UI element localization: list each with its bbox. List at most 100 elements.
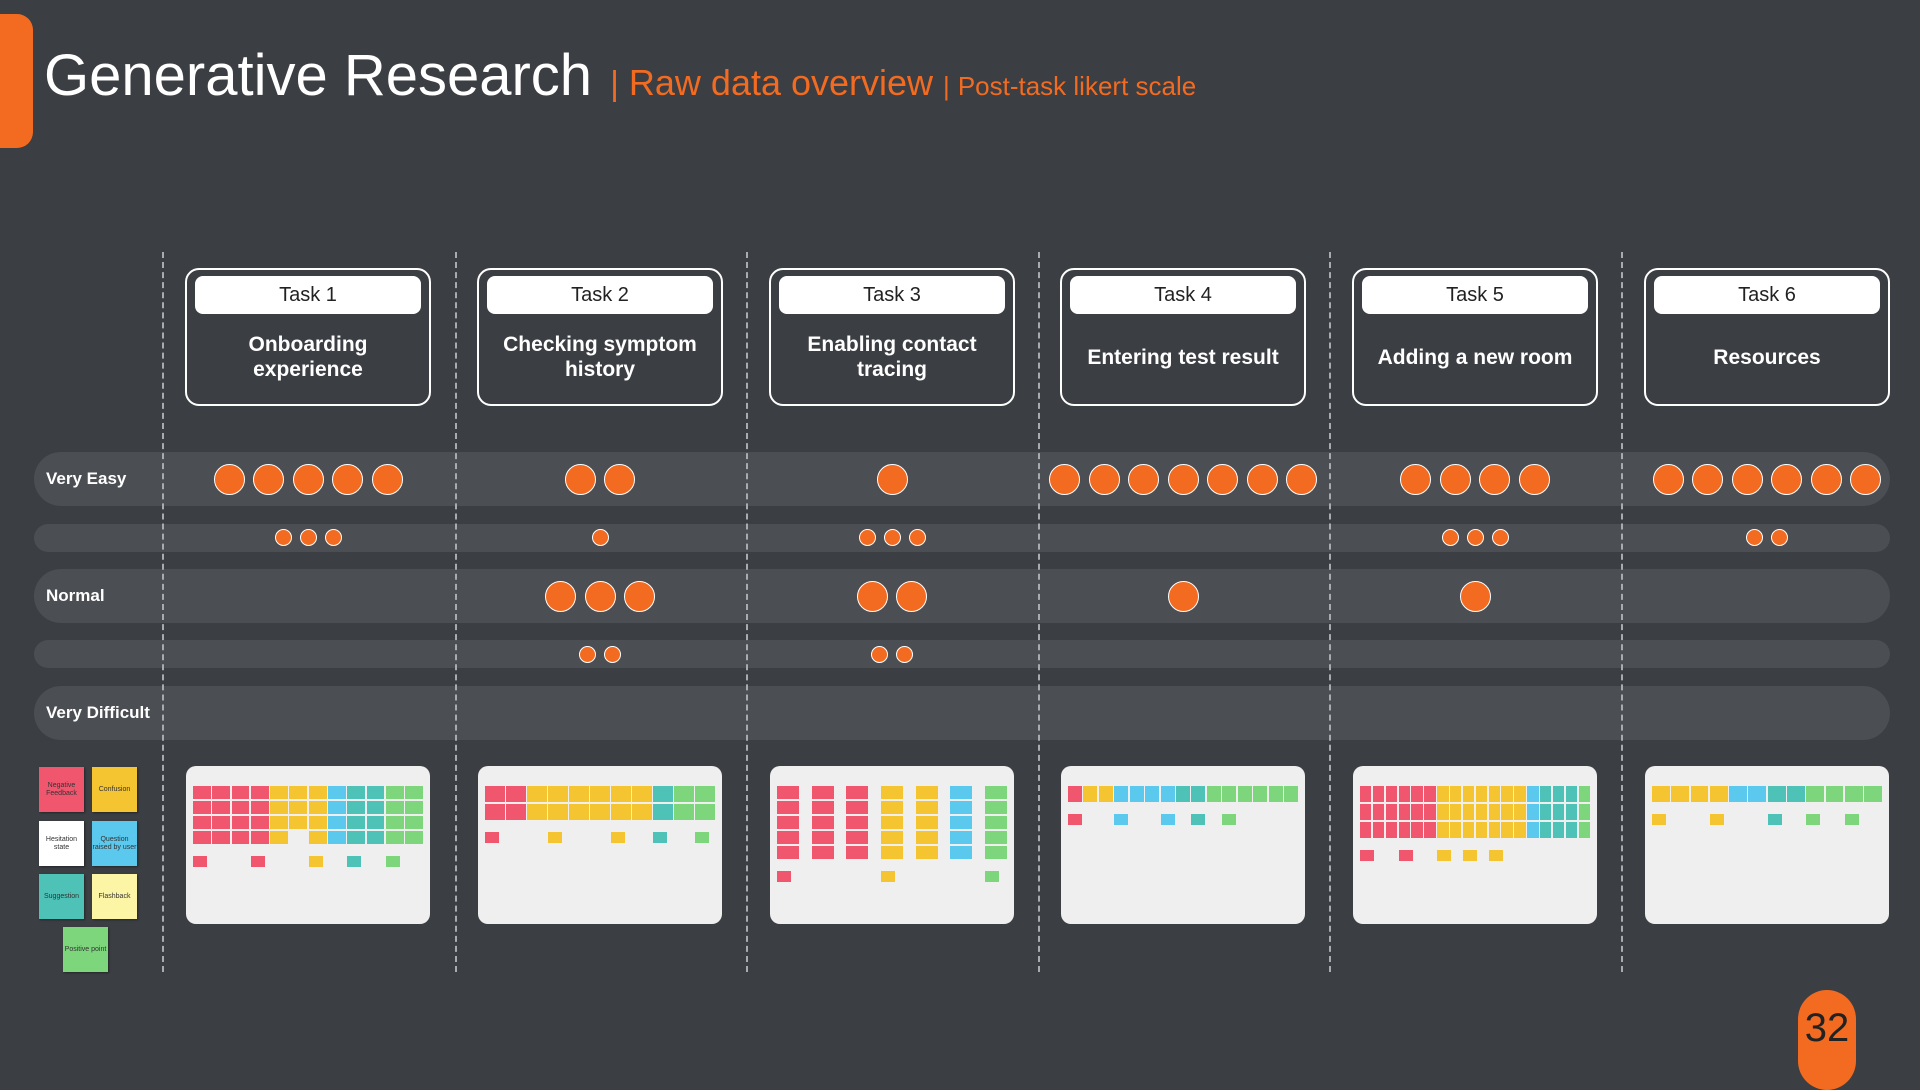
sticky-note xyxy=(881,816,903,829)
sticky-note xyxy=(485,804,505,820)
likert-response-dot xyxy=(1128,463,1159,495)
sticky-note xyxy=(1424,822,1436,838)
task-name: Checking symptom history xyxy=(503,333,697,381)
sticky-note xyxy=(385,801,404,814)
likert-response-dot xyxy=(253,463,284,495)
sticky-note xyxy=(1068,814,1082,825)
sticky-note xyxy=(250,801,269,814)
sticky-note xyxy=(632,786,652,802)
sticky-note xyxy=(1462,804,1475,820)
sticky-note xyxy=(1767,814,1782,825)
sticky-note xyxy=(212,786,231,799)
likert-row-label: Very Difficult xyxy=(46,703,150,722)
sticky-note xyxy=(590,786,610,802)
sticky-note xyxy=(250,816,269,829)
sticky-note xyxy=(985,871,999,882)
sticky-note xyxy=(915,846,938,859)
likert-row-band xyxy=(34,640,1890,668)
sticky-note xyxy=(777,816,799,829)
sticky-note xyxy=(653,804,673,820)
likert-row-band xyxy=(34,524,1890,552)
sticky-note xyxy=(1462,822,1475,838)
likert-response-dot xyxy=(876,463,908,495)
title-main: Generative Research xyxy=(44,43,593,108)
sticky-note xyxy=(950,801,973,814)
affinity-board-thumbnail xyxy=(186,766,430,924)
sticky-note xyxy=(1437,804,1449,820)
sticky-note xyxy=(1424,786,1436,802)
sticky-note xyxy=(485,832,499,843)
sticky-note xyxy=(270,816,288,829)
sticky-note xyxy=(1160,786,1175,802)
likert-response-dot xyxy=(1207,463,1238,495)
task-name: Resources xyxy=(1713,345,1821,369)
likert-response-dot xyxy=(292,463,324,495)
sticky-note xyxy=(193,816,211,829)
sticky-note xyxy=(1437,786,1449,802)
sticky-note xyxy=(1372,786,1385,802)
sticky-note xyxy=(328,786,346,799)
likert-response-dot xyxy=(591,528,609,546)
likert-response-dot xyxy=(1167,580,1199,612)
sticky-note xyxy=(1475,822,1488,838)
sticky-note xyxy=(611,832,626,843)
sticky-note xyxy=(846,846,869,859)
sticky-note xyxy=(289,801,308,814)
sticky-note xyxy=(366,786,385,799)
sticky-note xyxy=(1671,786,1690,802)
sticky-note xyxy=(1191,786,1206,802)
sticky-note xyxy=(289,786,308,799)
sticky-note xyxy=(527,804,547,820)
task-label: Task 3 xyxy=(779,276,1005,314)
sticky-note xyxy=(250,856,265,867)
likert-response-dot xyxy=(896,580,928,612)
sticky-note xyxy=(569,786,589,802)
likert-response-dot xyxy=(274,528,292,546)
sticky-note xyxy=(1411,822,1423,838)
sticky-note xyxy=(1253,786,1268,802)
sticky-note xyxy=(1501,822,1513,838)
orange-accent-tab xyxy=(0,14,33,148)
column-divider xyxy=(455,252,457,972)
sticky-note xyxy=(1806,814,1821,825)
likert-response-dot xyxy=(1439,463,1471,495)
likert-response-dot xyxy=(883,528,901,546)
sticky-note xyxy=(695,804,715,820)
sticky-note xyxy=(1411,786,1423,802)
sticky-note xyxy=(405,831,423,844)
sticky-note xyxy=(405,786,423,799)
likert-response-dot xyxy=(1692,463,1724,495)
sticky-note xyxy=(1748,786,1767,802)
sticky-note xyxy=(270,831,288,844)
sticky-note xyxy=(950,831,973,844)
sticky-note xyxy=(881,871,895,882)
sticky-note xyxy=(1398,850,1413,861)
likert-response-dot xyxy=(579,645,596,663)
sticky-note xyxy=(347,856,362,867)
legend-note: Positive point xyxy=(63,927,108,972)
sticky-note xyxy=(1565,822,1578,838)
likert-response-dot xyxy=(1652,463,1684,495)
title-subtitle-2: Post-task likert scale xyxy=(957,71,1197,101)
sticky-note xyxy=(915,786,938,799)
sticky-note xyxy=(1372,822,1385,838)
sticky-note xyxy=(1729,786,1747,802)
sticky-note xyxy=(548,804,568,820)
legend-note: Hesitation state xyxy=(39,821,84,866)
likert-response-dot xyxy=(1441,528,1459,546)
sticky-note xyxy=(250,786,269,799)
page-number-badge: 32 xyxy=(1798,990,1856,1090)
sticky-note xyxy=(485,786,505,802)
page-number: 32 xyxy=(1804,1006,1850,1050)
sticky-note xyxy=(347,786,366,799)
likert-response-dot xyxy=(1746,528,1763,546)
sticky-note xyxy=(777,846,799,859)
sticky-note xyxy=(846,831,869,844)
likert-response-dot xyxy=(371,463,403,495)
sticky-note xyxy=(811,831,834,844)
likert-response-dot xyxy=(1491,528,1509,546)
legend-note: Question raised by user xyxy=(92,821,137,866)
sticky-note xyxy=(1222,786,1237,802)
sticky-note xyxy=(881,831,903,844)
